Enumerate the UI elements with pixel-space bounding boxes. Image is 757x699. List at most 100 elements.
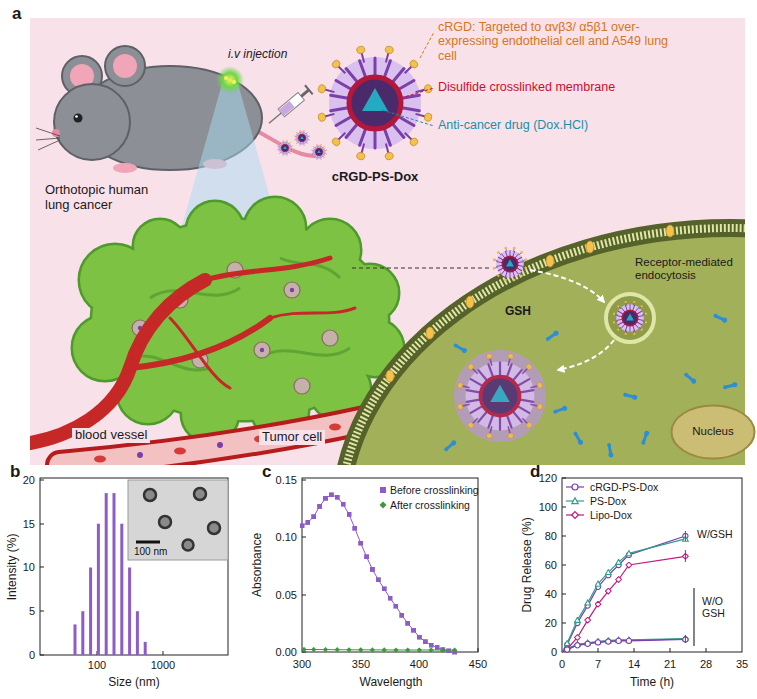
- panel-letter: c: [262, 462, 271, 482]
- legend-label: Before crosslinking: [390, 484, 479, 496]
- particle-name: cRGD-PS-Dox: [332, 170, 419, 185]
- tumor-cell: [340, 228, 745, 465]
- tem-inset: [183, 540, 194, 551]
- axis-title: Wavelength: [360, 676, 423, 690]
- nucleus-shape: [672, 406, 755, 459]
- syringe: [301, 90, 309, 96]
- tick-label: 5: [29, 605, 35, 618]
- tumor-cell: [545, 330, 560, 342]
- blood-cells: [137, 452, 143, 458]
- blood-vessel: [170, 318, 230, 388]
- tick-label: 15: [23, 518, 35, 531]
- tumor: [73, 198, 403, 442]
- blood-cells: [329, 424, 341, 431]
- figure-panel: aNucleus: [30, 18, 745, 465]
- legend-label: After crosslinking: [390, 499, 470, 511]
- annotation-label: Disulfide crosslinked membrane: [438, 80, 615, 94]
- tumor: [294, 378, 310, 394]
- panel-letter: b: [10, 462, 20, 482]
- tick-label: 80: [545, 530, 557, 543]
- leader-lines: [401, 88, 434, 98]
- legend-label: PS-Dox: [590, 495, 626, 507]
- tem-inset: [136, 541, 160, 544]
- leader-lines: [382, 32, 434, 126]
- tumor: [290, 288, 294, 292]
- tumor-cell: [572, 431, 584, 446]
- nanoparticles: [294, 130, 310, 146]
- size-histogram: [81, 611, 84, 655]
- tumor-cell: [454, 350, 546, 442]
- annotation-label: blood vessel: [72, 428, 150, 443]
- tumor-cell: [466, 296, 474, 308]
- tick-label: 120: [539, 472, 557, 485]
- axis-title: Time (h): [630, 676, 674, 690]
- axis-title: Drug Release (%): [521, 517, 535, 612]
- absorbance-chart: [380, 487, 386, 493]
- release-chart: [562, 639, 685, 653]
- tick-label: 100: [88, 659, 106, 672]
- tumor: [73, 198, 403, 442]
- absorbance-chart: [302, 478, 478, 652]
- tick-label: 20: [23, 474, 35, 487]
- tumor-cell: [443, 313, 738, 458]
- tick-label: 400: [410, 658, 428, 671]
- tumor-cell: [386, 225, 674, 382]
- blood-vessel: [205, 258, 330, 280]
- blood-vessel: [130, 318, 270, 368]
- absorbance-chart: [304, 649, 455, 651]
- size-histogram: [40, 478, 228, 655]
- tick-label: 450: [469, 658, 487, 671]
- axis-title: Intensity (%): [6, 534, 20, 601]
- tick-label: 28: [700, 658, 712, 671]
- organelle-label: Nucleus: [692, 425, 734, 438]
- absorbance-chart: [302, 480, 478, 652]
- tick-label: 60: [545, 559, 557, 572]
- release-chart: [562, 478, 742, 652]
- syringe: [265, 85, 313, 128]
- zoom-line: [352, 268, 490, 269]
- tumor-cell: [386, 370, 394, 382]
- mouse: [75, 115, 78, 118]
- annotation-label: Orthotopic human lung cancer: [45, 183, 170, 213]
- mouse: [113, 163, 137, 173]
- absorbance-chart: [302, 495, 455, 652]
- syringe: [305, 85, 313, 94]
- tumor: [73, 198, 403, 442]
- tem-inset: [159, 516, 171, 528]
- annotation-label: Tumor cell: [259, 430, 325, 445]
- syringe: [269, 113, 281, 123]
- nanoparticles: [277, 45, 433, 160]
- absorbance-chart: [380, 502, 387, 509]
- annotation-label: i.v injection: [228, 48, 287, 62]
- release-chart: [562, 556, 685, 652]
- leader-lines: [420, 32, 434, 58]
- tumor-cell: [606, 294, 654, 342]
- blood-vessel: [30, 258, 365, 465]
- tem-inset: [144, 489, 156, 501]
- tick-label: 0: [559, 658, 565, 671]
- syringe: [278, 92, 304, 116]
- tick-label: 10: [23, 561, 35, 574]
- blood-cells: [174, 448, 186, 455]
- blood-vessel: [270, 308, 355, 318]
- tick-label: 40: [545, 588, 557, 601]
- nanoparticles: [277, 140, 293, 156]
- tick-label: 0.10: [276, 531, 297, 544]
- legend-label: cRGD-PS-Dox: [590, 481, 658, 493]
- mouse: [224, 76, 228, 80]
- tick-label: 0: [29, 649, 35, 662]
- tumor-cell: [586, 241, 594, 253]
- size-histogram: [113, 493, 116, 655]
- mouse: [113, 54, 137, 78]
- mouse: [36, 128, 60, 150]
- tick-label: 100: [539, 501, 557, 514]
- tumor-cell: [546, 255, 554, 267]
- legend-label: Lipo-Dox: [590, 509, 632, 521]
- schematic-illustration: [30, 18, 745, 465]
- release-chart: [562, 536, 685, 652]
- absorbance-chart: [302, 478, 478, 652]
- annotation-label: GSH: [505, 305, 531, 319]
- release-chart: [693, 588, 694, 646]
- release-chart: [572, 512, 579, 519]
- nanoparticles: [311, 144, 327, 160]
